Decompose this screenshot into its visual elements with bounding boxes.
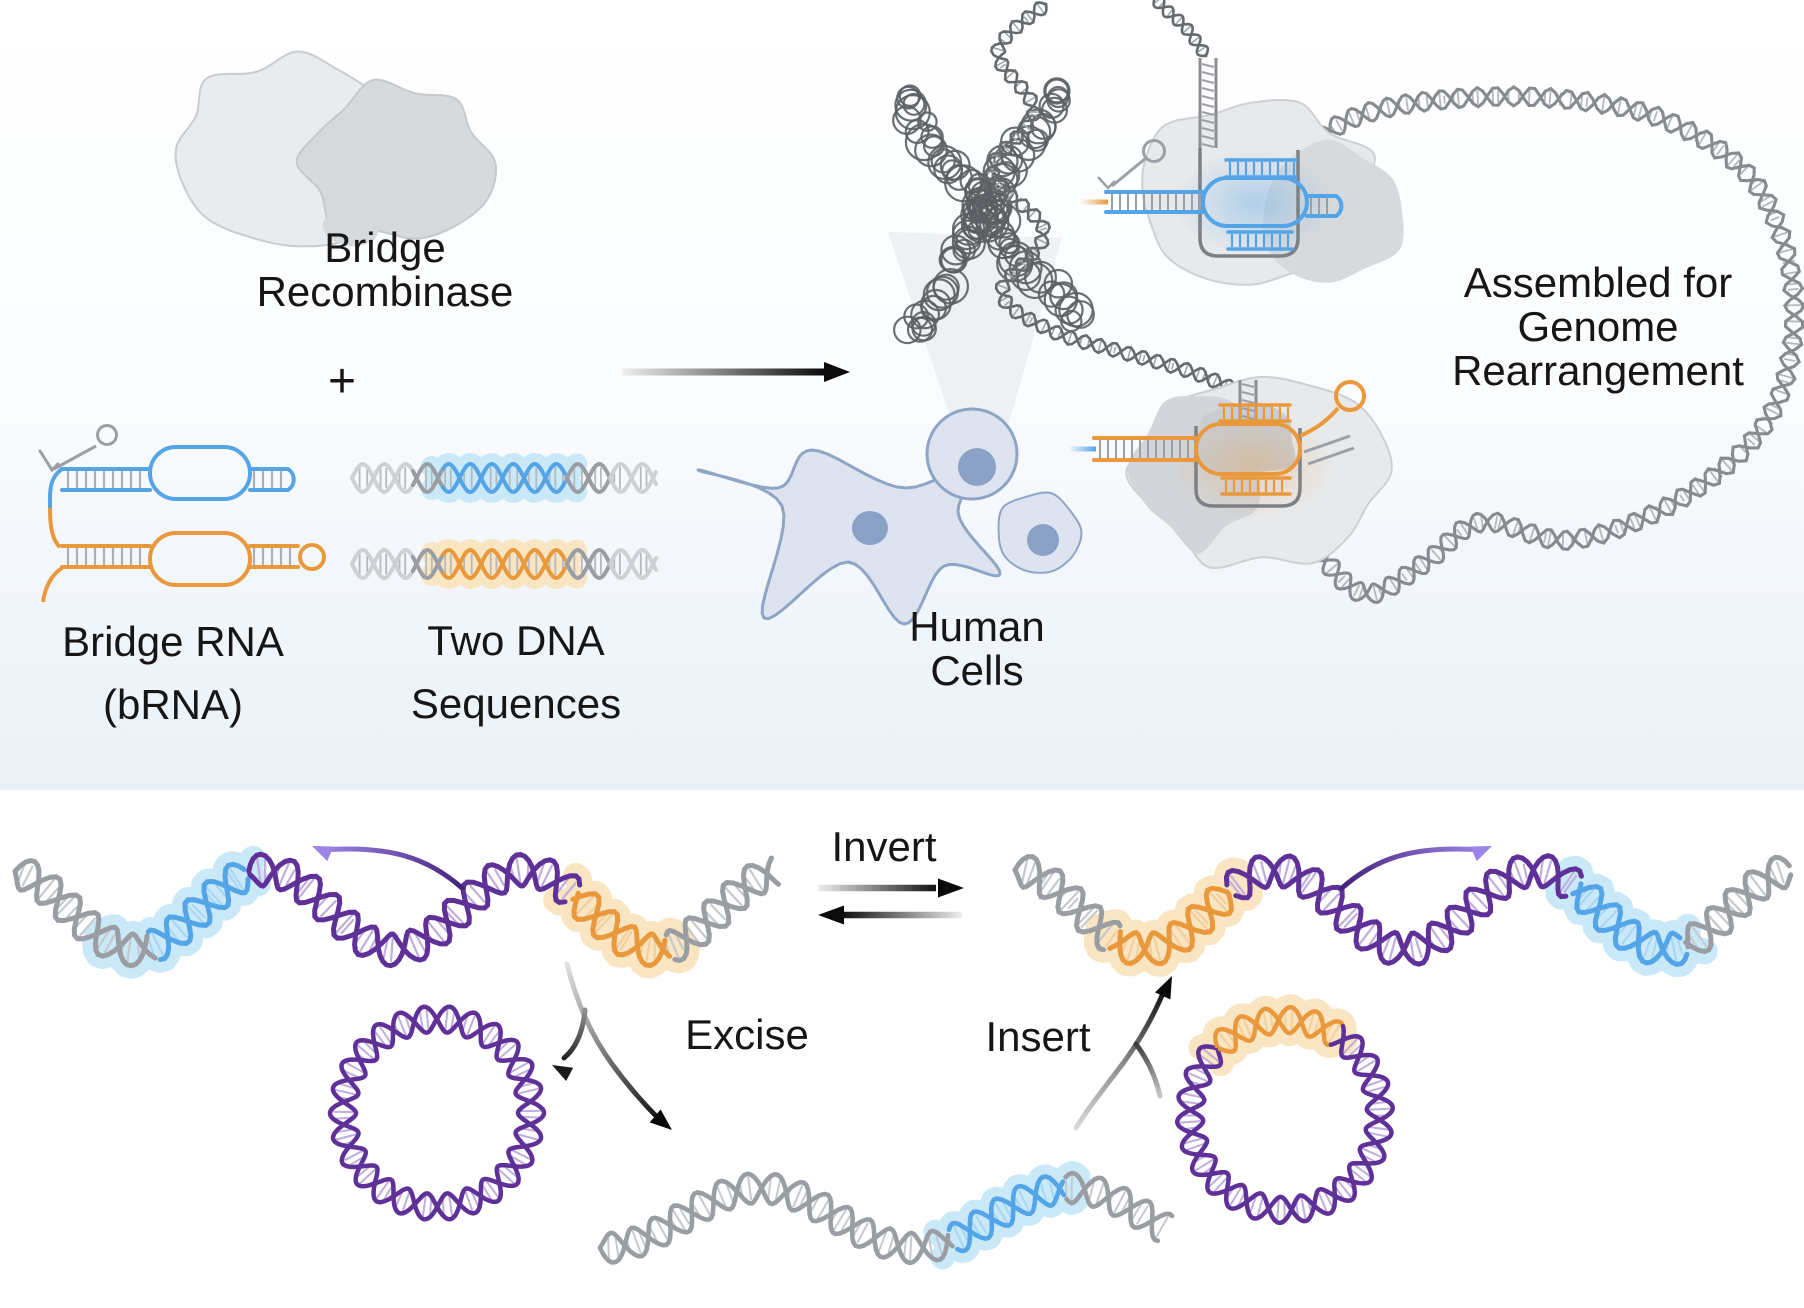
bridge-rna-icon <box>38 424 326 603</box>
excise-fork-arrow-icon <box>552 961 672 1130</box>
bridge-recombinase-protein-icon <box>174 50 497 248</box>
bridge-recombinase-label: Bridge Recombinase <box>256 223 514 315</box>
reaction-arrow-icon <box>622 362 850 382</box>
human-cells-label: Human Cells <box>909 602 1045 694</box>
plus-sign: + <box>327 354 357 408</box>
assembled-complex-orange-icon <box>1068 376 1393 570</box>
excised-circle-icon <box>327 1004 547 1222</box>
excision-product-dna-icon <box>597 1161 1175 1270</box>
insert-label: Insert <box>985 1012 1091 1060</box>
excise-label: Excise <box>685 1010 809 1058</box>
assembled-label: Assembled for Genome Rearrangement <box>1452 258 1744 395</box>
target-dna-orange-icon <box>350 539 658 589</box>
invert-label: Invert <box>831 822 937 870</box>
dna-thread <box>1152 0 1210 58</box>
two-dna-label: Two DNA Sequences <box>410 617 622 727</box>
invert-arrows-icon <box>818 878 964 925</box>
inversion-substrate-left <box>12 845 781 979</box>
human-cells-icon <box>696 407 1083 626</box>
inversion-arc-right-icon <box>1339 846 1492 891</box>
bridge-rna-label: Bridge RNA (bRNA) <box>62 618 284 728</box>
insert-merge-arrow-icon <box>1073 976 1172 1131</box>
dna-thread <box>984 1 1244 400</box>
donor-circle-icon <box>1174 994 1395 1226</box>
assembled-complex-blue-icon <box>1080 58 1404 286</box>
genome-loop-icon <box>1297 85 1804 604</box>
inversion-arc-left-icon <box>312 846 465 891</box>
target-dna-blue-icon <box>350 453 658 503</box>
chromosome-icon <box>892 77 1095 345</box>
inversion-product-right <box>1012 853 1794 978</box>
